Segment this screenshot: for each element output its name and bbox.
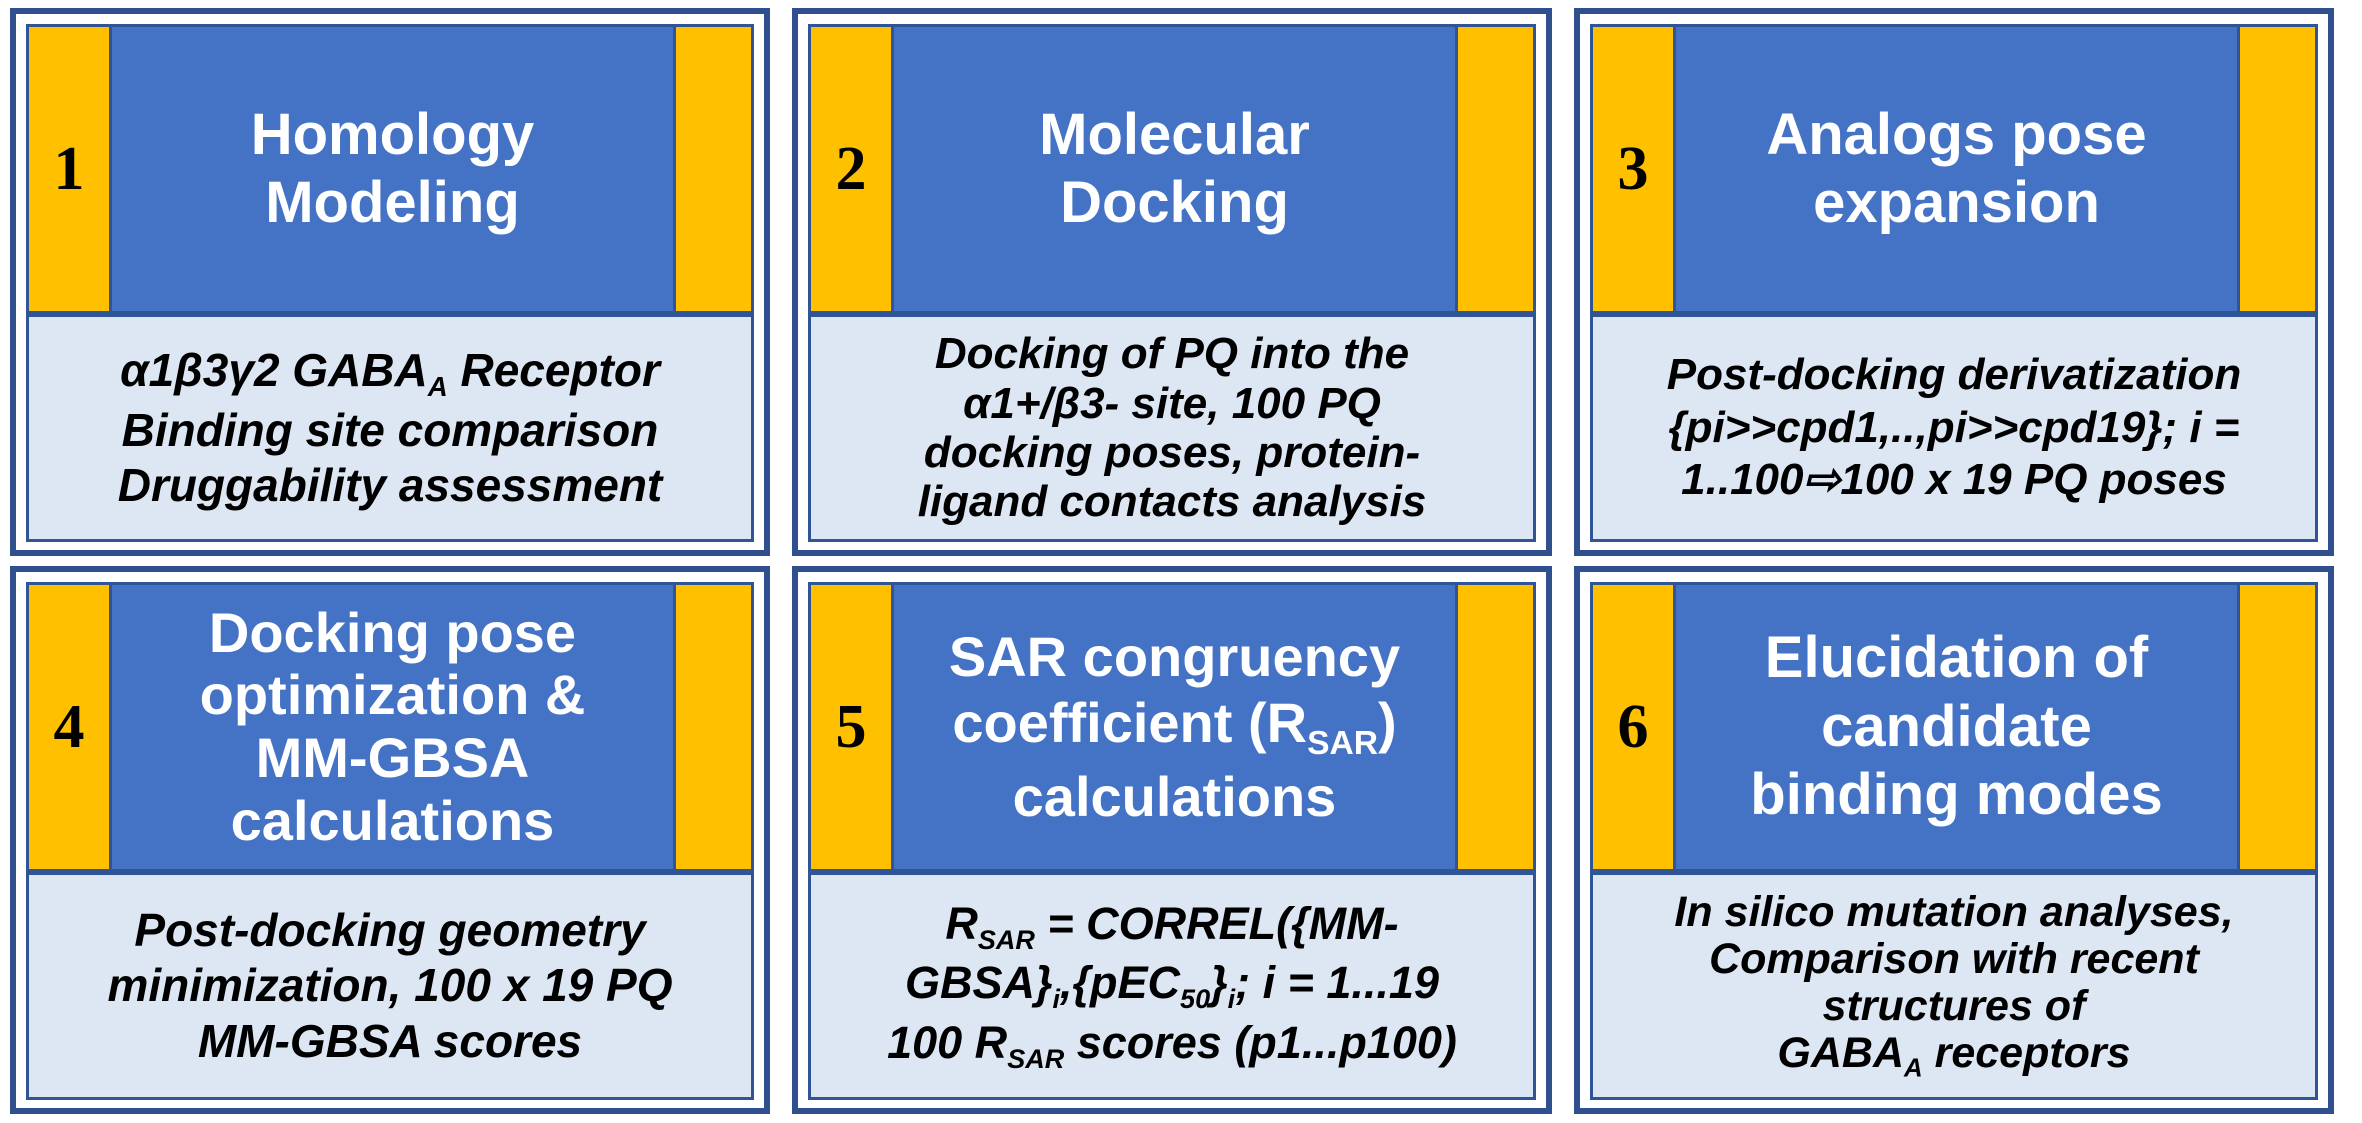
step-2-description: Docking of PQ into the α1+/β3- site, 100… xyxy=(808,314,1536,542)
step-4-description: Post-docking geometry minimization, 100 … xyxy=(26,872,754,1100)
step-1-title: Homology Modeling xyxy=(250,101,535,235)
step-3-title: Analogs pose expansion xyxy=(1766,101,2147,235)
step-6-number: 6 xyxy=(1593,585,1676,869)
step-2-title: Molecular Docking xyxy=(1039,101,1310,235)
step-2-accent-bar xyxy=(1455,27,1533,311)
step-5-description: RSAR = CORREL({MM- GBSA}i,{pEC50}i; i = … xyxy=(808,872,1536,1100)
step-1-panel: 1 Homology Modeling α1β3γ2 GABAA Recepto… xyxy=(10,8,770,556)
step-6-description: In silico mutation analyses, Comparison … xyxy=(1590,872,2318,1100)
step-6-accent-bar xyxy=(2237,585,2315,869)
step-4-header: 4 Docking pose optimization & MM-GBSA ca… xyxy=(26,582,754,872)
step-5-number: 5 xyxy=(811,585,894,869)
step-2-panel: 2 Molecular Docking Docking of PQ into t… xyxy=(792,8,1552,556)
step-5-header: 5 SAR congruency coefficient (RSAR) calc… xyxy=(808,582,1536,872)
step-2-header: 2 Molecular Docking xyxy=(808,24,1536,314)
step-6-panel: 6 Elucidation of candidate binding modes… xyxy=(1574,566,2334,1114)
step-6-title: Elucidation of candidate binding modes xyxy=(1750,625,2163,828)
step-3-header: 3 Analogs pose expansion xyxy=(1590,24,2318,314)
step-5-title: SAR congruency coefficient (RSAR) calcul… xyxy=(948,625,1401,828)
step-4-accent-bar xyxy=(673,585,751,869)
step-4-title: Docking pose optimization & MM-GBSA calc… xyxy=(199,600,586,852)
step-5-accent-bar xyxy=(1455,585,1533,869)
step-3-panel: 3 Analogs pose expansion Post-docking de… xyxy=(1574,8,2334,556)
step-3-description: Post-docking derivatization {pi>>cpd1,..… xyxy=(1590,314,2318,542)
step-1-header: 1 Homology Modeling xyxy=(26,24,754,314)
step-4-number: 4 xyxy=(29,585,112,869)
step-3-accent-bar xyxy=(2237,27,2315,311)
step-6-header: 6 Elucidation of candidate binding modes xyxy=(1590,582,2318,872)
step-1-description: α1β3γ2 GABAA Receptor Binding site compa… xyxy=(26,314,754,542)
step-5-panel: 5 SAR congruency coefficient (RSAR) calc… xyxy=(792,566,1552,1114)
step-1-number: 1 xyxy=(29,27,112,311)
step-3-number: 3 xyxy=(1593,27,1676,311)
step-1-accent-bar xyxy=(673,27,751,311)
step-2-number: 2 xyxy=(811,27,894,311)
step-4-panel: 4 Docking pose optimization & MM-GBSA ca… xyxy=(10,566,770,1114)
